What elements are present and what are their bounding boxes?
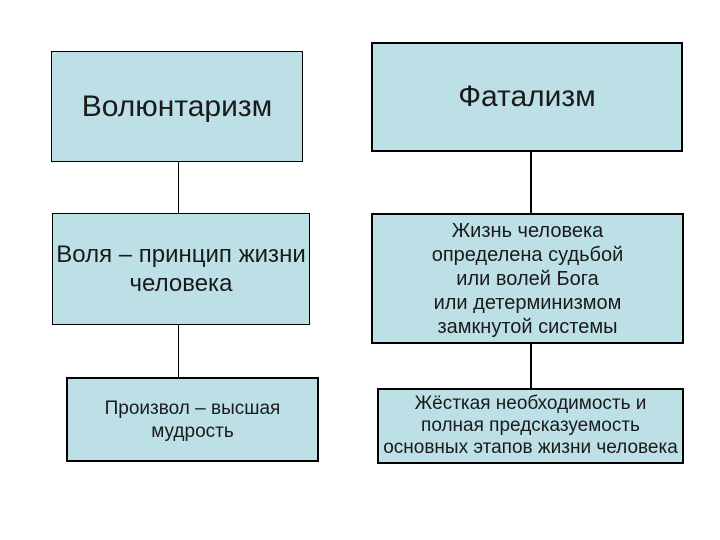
fatalism-consequence-box: Жёсткая необходимость и полная предсказу… (377, 388, 684, 464)
voluntarism-principle-label: Воля – принцип жизни человека (56, 241, 306, 297)
voluntarism-wisdom-label: Произвол – высшая мудрость (104, 397, 281, 442)
fatalism-title-box: Фатализм (371, 42, 683, 152)
connector-line-voluntarism-upper (178, 162, 179, 213)
voluntarism-principle-box: Воля – принцип жизни человека (52, 213, 310, 325)
connector-line-fatalism-lower (530, 344, 532, 388)
fatalism-definition-box: Жизнь человека определена судьбой или во… (371, 213, 684, 344)
voluntarism-wisdom-box: Произвол – высшая мудрость (66, 377, 319, 462)
fatalism-definition-label: Жизнь человека определена судьбой или во… (431, 219, 624, 338)
fatalism-title-label: Фатализм (458, 80, 596, 113)
voluntarism-title-box: Волюнтаризм (51, 51, 303, 162)
connector-line-fatalism-upper (530, 152, 532, 213)
voluntarism-title-label: Волюнтаризм (81, 89, 273, 123)
fatalism-consequence-label: Жёсткая необходимость и полная предсказу… (383, 393, 678, 458)
connector-line-voluntarism-lower (178, 325, 179, 377)
